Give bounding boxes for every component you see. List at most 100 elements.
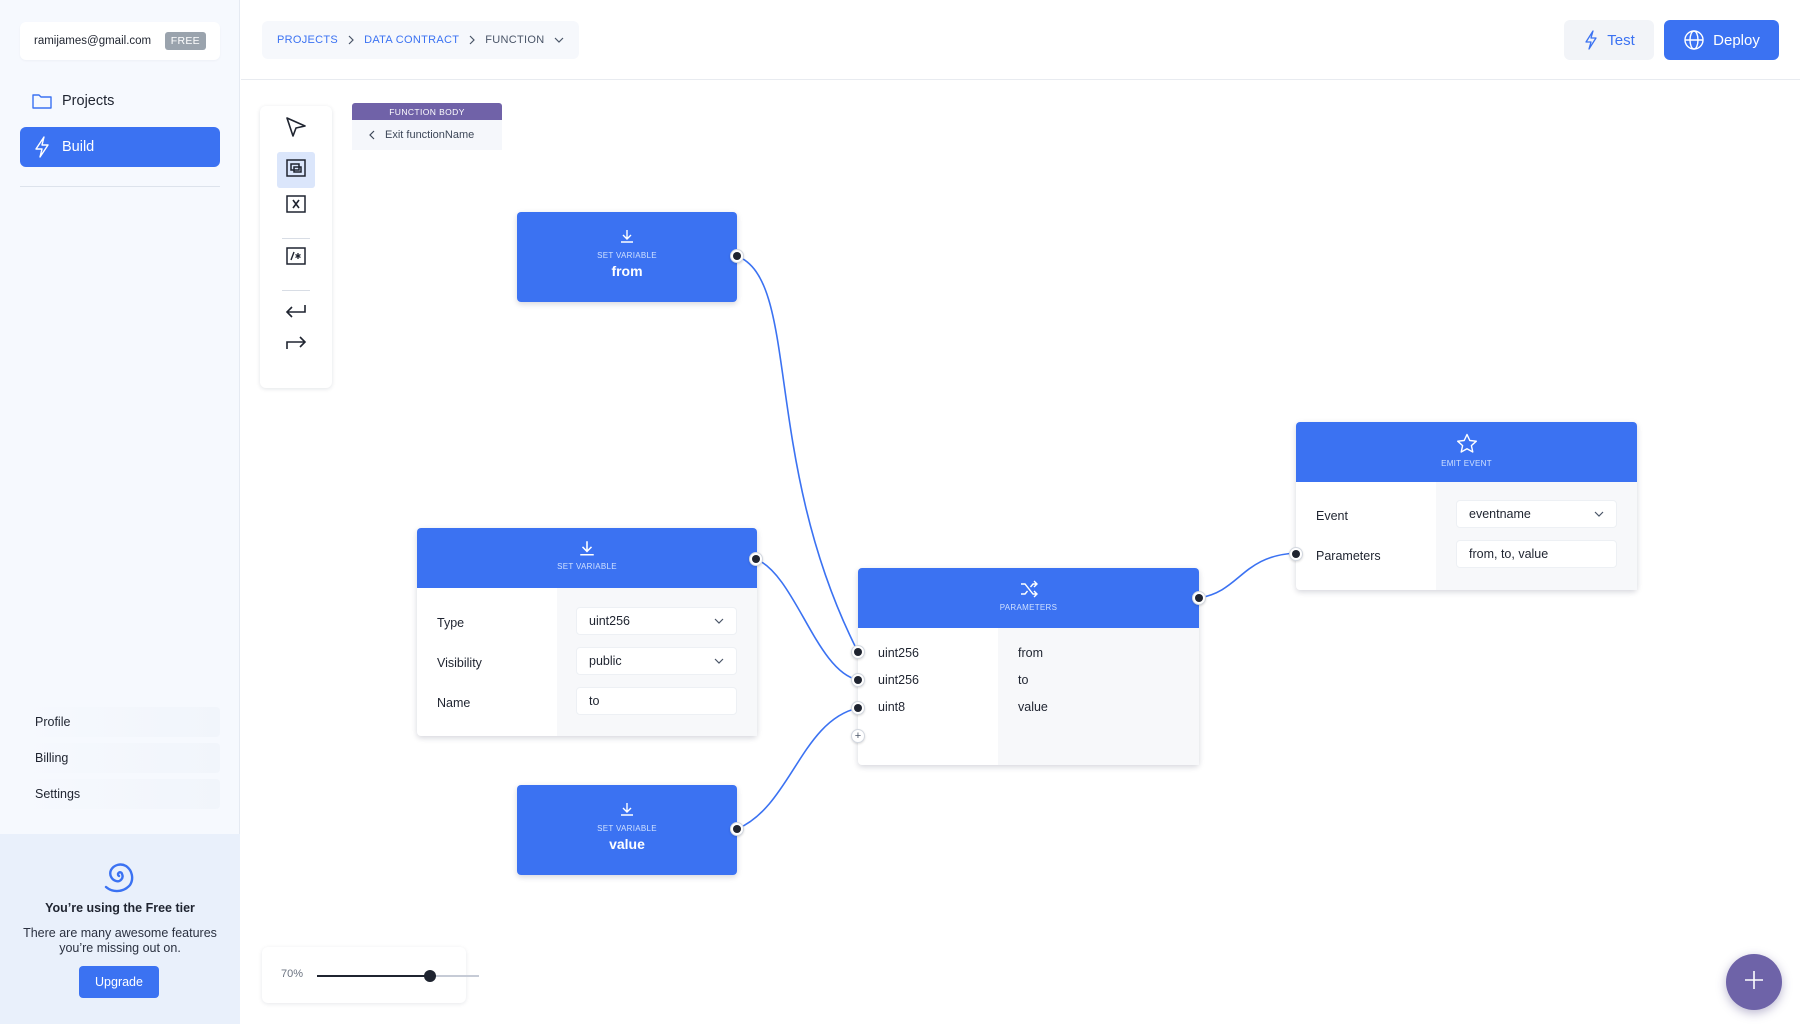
tool-palette xyxy=(260,106,332,388)
sidebar: ramijames@gmail.com FREE Projects Build … xyxy=(0,0,240,1024)
input-port[interactable] xyxy=(851,673,865,687)
chevron-down-icon xyxy=(1594,510,1604,518)
sidebar-item-label: Projects xyxy=(62,93,115,109)
output-port[interactable] xyxy=(749,552,763,566)
field-label-event: Event xyxy=(1316,509,1348,523)
folder-icon xyxy=(30,89,54,113)
field-label-name: Name xyxy=(437,696,471,710)
node-variable-name: from xyxy=(611,263,643,279)
redo-icon xyxy=(283,332,309,357)
zoom-slider-fill xyxy=(317,975,431,977)
visibility-select[interactable]: public xyxy=(576,647,737,675)
chevron-down-icon[interactable] xyxy=(554,36,564,44)
upgrade-button[interactable]: Upgrade xyxy=(79,966,159,998)
breadcrumb-data-contract[interactable]: DATA CONTRACT xyxy=(364,34,460,46)
breadcrumb: PROJECTS DATA CONTRACT FUNCTION xyxy=(262,21,580,59)
redo-button[interactable] xyxy=(277,326,315,362)
plus-icon xyxy=(1742,968,1766,997)
undo-button[interactable] xyxy=(277,296,315,332)
name-input[interactable]: to xyxy=(576,687,737,715)
exit-function-button[interactable]: Exit functionName xyxy=(352,120,502,150)
breadcrumb-function[interactable]: FUNCTION xyxy=(485,34,545,46)
lightning-icon xyxy=(30,135,54,159)
account-switcher[interactable]: ramijames@gmail.com FREE xyxy=(20,22,220,60)
download-icon xyxy=(517,228,737,244)
account-email: ramijames@gmail.com xyxy=(34,35,152,47)
param-names-column xyxy=(998,628,1199,765)
output-port[interactable] xyxy=(730,822,744,836)
tool-delete[interactable] xyxy=(277,188,315,224)
undo-icon xyxy=(283,302,309,327)
sidebar-item-projects[interactable]: Projects xyxy=(20,81,220,121)
type-select[interactable]: uint256 xyxy=(576,607,737,635)
test-button-label: Test xyxy=(1607,31,1635,49)
input-port[interactable] xyxy=(1289,547,1303,561)
tool-group[interactable] xyxy=(277,152,315,188)
download-icon xyxy=(417,539,757,557)
promo-title: You’re using the Free tier xyxy=(45,901,195,915)
lightning-icon xyxy=(1583,30,1599,50)
tool-divider xyxy=(282,238,310,239)
node-kind-label: SET VARIABLE xyxy=(597,251,657,260)
param-type: uint8 xyxy=(878,700,906,714)
type-select-value: uint256 xyxy=(589,614,631,628)
zoom-level-label: 70% xyxy=(281,968,304,980)
zoom-slider-handle[interactable] xyxy=(424,970,437,982)
param-type: uint256 xyxy=(878,646,920,660)
spiral-logo-icon xyxy=(98,854,140,901)
wire-from xyxy=(736,255,859,653)
test-button[interactable]: Test xyxy=(1564,20,1654,60)
sidebar-item-build[interactable]: Build xyxy=(20,127,220,167)
flow-canvas[interactable]: FUNCTION BODY Exit functionName SET VARI… xyxy=(241,81,1800,1024)
field-label-parameters: Parameters xyxy=(1316,549,1381,563)
node-kind-label: PARAMETERS xyxy=(999,603,1058,612)
sidebar-item-label: Build xyxy=(62,139,95,155)
add-parameter-button[interactable]: + xyxy=(851,729,865,743)
node-kind-label: EMIT EVENT xyxy=(1441,459,1492,468)
param-name[interactable]: from xyxy=(1018,646,1043,660)
input-port[interactable] xyxy=(851,701,865,715)
sidebar-item-settings[interactable]: Settings xyxy=(20,779,220,809)
breadcrumb-projects[interactable]: PROJECTS xyxy=(277,34,339,46)
delete-box-icon xyxy=(285,194,307,219)
wire-emit xyxy=(1198,552,1297,599)
event-parameters-input[interactable]: from, to, value xyxy=(1456,540,1617,568)
wire-to xyxy=(755,558,859,681)
event-parameters-value: from, to, value xyxy=(1469,547,1549,561)
field-label-type: Type xyxy=(437,616,465,630)
node-parameters[interactable]: PARAMETERS uint256 from uint256 to uint8… xyxy=(858,568,1199,765)
output-port[interactable] xyxy=(730,249,744,263)
zoom-control: 70% xyxy=(262,947,479,1003)
node-emit-event[interactable]: EMIT EVENT Event eventname Parameters fr… xyxy=(1296,422,1637,590)
download-icon xyxy=(517,801,737,817)
visibility-select-value: public xyxy=(589,654,622,668)
function-body-tag: FUNCTION BODY xyxy=(352,103,502,120)
deploy-button-label: Deploy xyxy=(1713,31,1760,49)
output-port[interactable] xyxy=(1192,591,1206,605)
node-set-variable-value[interactable]: SET VARIABLE value xyxy=(517,785,737,875)
input-port[interactable] xyxy=(851,645,865,659)
globe-icon xyxy=(1683,29,1705,51)
promo-text: There are many awesome features you’re m… xyxy=(23,926,217,955)
tier-badge: FREE xyxy=(164,32,206,50)
tool-select[interactable] xyxy=(277,111,315,147)
connection-wires xyxy=(736,255,1297,830)
node-set-variable-from[interactable]: SET VARIABLE from xyxy=(517,212,737,302)
name-input-value: to xyxy=(589,694,600,708)
event-select[interactable]: eventname xyxy=(1456,500,1617,528)
wire-value xyxy=(736,707,859,830)
layers-icon xyxy=(285,158,307,183)
param-name[interactable]: value xyxy=(1018,700,1048,714)
add-node-button[interactable] xyxy=(1726,954,1782,1010)
param-type: uint256 xyxy=(878,673,920,687)
chevron-right-icon xyxy=(347,35,355,45)
tool-comment[interactable] xyxy=(277,240,315,276)
deploy-button[interactable]: Deploy xyxy=(1664,20,1779,60)
node-set-variable-to[interactable]: SET VARIABLE Type uint256 Visibility pub… xyxy=(417,528,757,736)
sidebar-divider xyxy=(20,186,220,187)
comment-box-icon xyxy=(285,246,307,271)
sidebar-item-billing[interactable]: Billing xyxy=(20,743,220,773)
sidebar-item-profile[interactable]: Profile xyxy=(20,707,220,737)
param-name[interactable]: to xyxy=(1018,673,1029,687)
star-icon xyxy=(1296,433,1637,454)
